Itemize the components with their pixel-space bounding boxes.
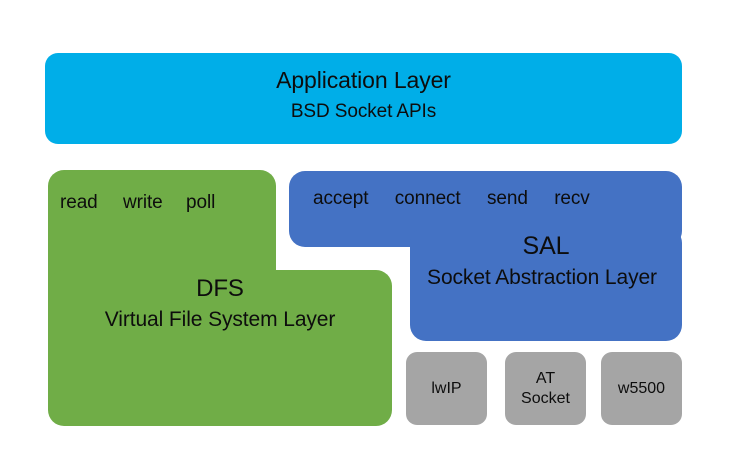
dfs-operation-write: write bbox=[123, 192, 163, 213]
sal-operation-recv: recv bbox=[554, 188, 590, 209]
driver-label-at-socket: AT Socket bbox=[521, 369, 570, 409]
driver-w5500-line-0: w5500 bbox=[617, 379, 666, 397]
driver-lwip-line-0: lwIP bbox=[431, 379, 462, 397]
application-layer-subtitle: BSD Socket APIs bbox=[290, 101, 437, 122]
sal-operation-connect: connect bbox=[394, 188, 461, 209]
dfs-layer-subtitle: Virtual File System Layer bbox=[104, 308, 336, 331]
sal-layer-block[interactable]: accept connect send recv SAL Socket Abst… bbox=[289, 171, 682, 341]
sal-operation-accept: accept bbox=[313, 188, 369, 209]
dfs-operations-list: read write poll bbox=[60, 192, 270, 214]
driver-at-socket-line-1: Socket bbox=[521, 389, 570, 407]
driver-box-w5500[interactable]: w5500 bbox=[601, 352, 682, 425]
dfs-operation-read: read bbox=[60, 192, 98, 213]
dfs-operation-poll: poll bbox=[186, 192, 216, 213]
driver-label-lwip: lwIP bbox=[431, 379, 461, 399]
application-layer-block[interactable]: Application Layer BSD Socket APIs bbox=[45, 53, 682, 144]
dfs-lower-section bbox=[48, 270, 392, 426]
driver-at-socket-line-0: AT bbox=[535, 369, 556, 387]
driver-label-w5500: w5500 bbox=[618, 379, 665, 399]
sal-layer-title: SAL bbox=[522, 232, 570, 260]
dfs-layer-block[interactable]: read write poll DFS Virtual File System … bbox=[48, 170, 392, 426]
driver-box-at-socket[interactable]: AT Socket bbox=[505, 352, 586, 425]
sal-operation-send: send bbox=[487, 188, 528, 209]
sal-layer-subtitle: Socket Abstraction Layer bbox=[427, 266, 657, 289]
driver-box-lwip[interactable]: lwIP bbox=[406, 352, 487, 425]
sal-lower-section bbox=[410, 227, 682, 341]
dfs-layer-title: DFS bbox=[196, 275, 244, 302]
sal-operations-list: accept connect send recv bbox=[313, 188, 663, 210]
application-layer-title: Application Layer bbox=[276, 67, 451, 93]
